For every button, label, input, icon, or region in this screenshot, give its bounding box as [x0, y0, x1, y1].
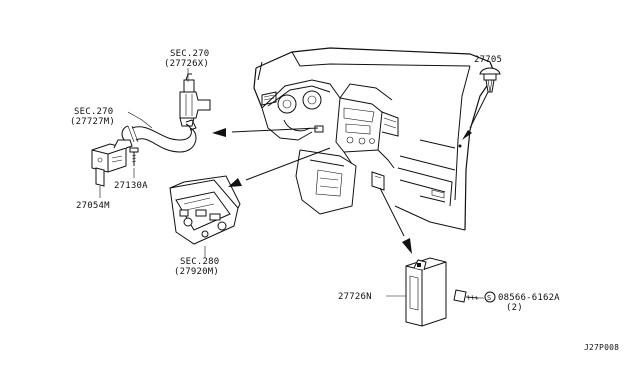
label-27726n: 27726N [338, 292, 372, 302]
leader-lines [99, 68, 489, 299]
arrow-to-sensor [212, 127, 319, 137]
label-screw-symbol: S [487, 294, 491, 302]
incar-sensor [91, 139, 133, 187]
label-08566: 08566-6162A [498, 293, 560, 303]
label-sec270-left: SEC.270 [74, 107, 113, 117]
diagram-code: J27P008 [584, 343, 619, 352]
label-27705: 27705 [474, 55, 502, 65]
label-27054m: 27054M [76, 201, 110, 211]
screw-27130a [129, 147, 139, 166]
label-sec280: SEC.280 [180, 257, 219, 267]
label-27130a: 27130A [114, 181, 148, 191]
arrow-to-control [228, 147, 331, 187]
ac-control-unit [169, 175, 241, 245]
label-27726x: (27726X) [164, 59, 209, 69]
label-qty-2: (2) [506, 303, 523, 313]
instrument-panel [253, 47, 496, 231]
aspirator-sensor [179, 73, 211, 127]
arrow-to-amp [379, 187, 412, 254]
label-27920m: (27920M) [174, 267, 219, 277]
aspirator-hose [121, 119, 197, 153]
screw-08566 [453, 289, 479, 303]
label-sec270-top: SEC.270 [170, 49, 209, 59]
clip-27705 [479, 67, 501, 93]
screw-symbol-circle [484, 291, 496, 303]
auto-amp-unit [405, 257, 447, 327]
label-27727m: (27727M) [70, 117, 115, 127]
